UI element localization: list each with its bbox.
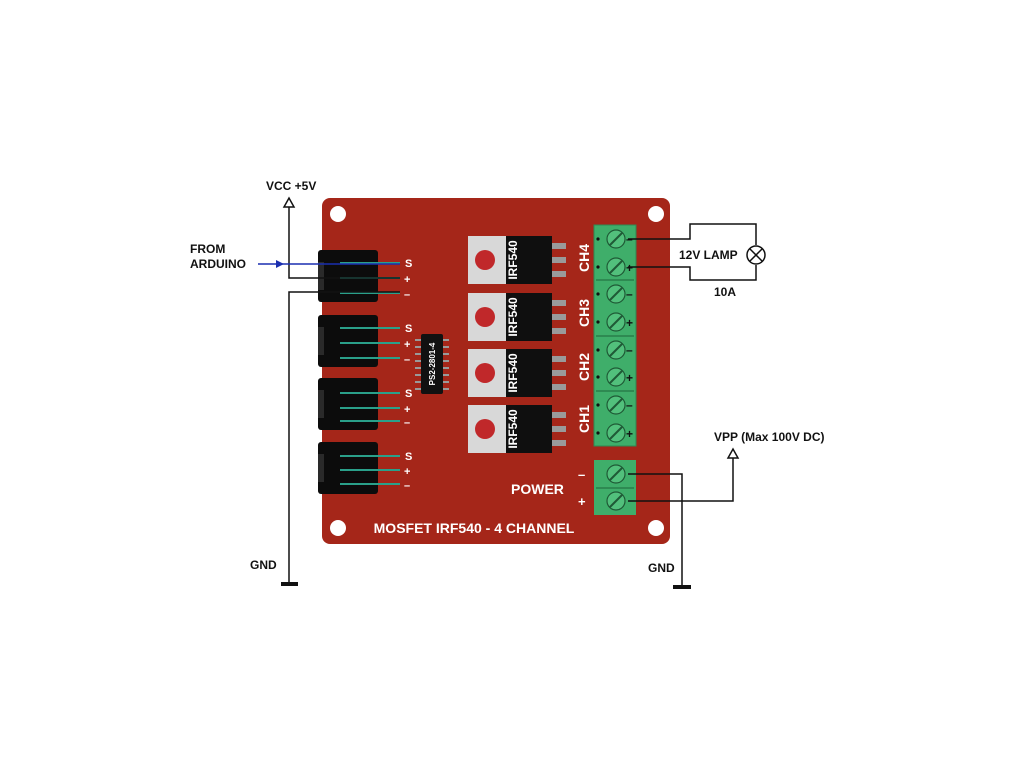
mounting-hole-bl — [330, 520, 346, 536]
channel-label-ch4: CH4 — [576, 244, 592, 272]
terminal-sign-plus: + — [626, 371, 633, 385]
lamp-wire — [628, 223, 757, 281]
pin-label-minus: – — [404, 354, 410, 366]
input-header-3: S + – — [318, 378, 412, 430]
mounting-hole-br — [648, 520, 664, 536]
mounting-hole-tr — [648, 206, 664, 222]
mosfet-part-label: IRF540 — [506, 409, 520, 449]
pin-label-minus: – — [404, 289, 410, 301]
mosfet-ch4: IRF540 CH4 — [468, 236, 592, 284]
input-header-1: S + – — [318, 250, 412, 302]
pin-label-plus: + — [404, 274, 410, 286]
power-sign-plus: + — [578, 494, 586, 509]
lamp-icon — [746, 245, 766, 265]
arduino-label: ARDUINO — [190, 257, 246, 271]
gnd-right-label: GND — [648, 561, 675, 575]
ic-label: PS2-2801-4 — [428, 342, 437, 385]
mosfet-part-label: IRF540 — [506, 353, 520, 393]
channel-label-ch1: CH1 — [576, 405, 592, 433]
mosfet-ch2: IRF540 CH2 — [468, 349, 592, 397]
mosfet-ch1: IRF540 CH1 — [468, 405, 592, 453]
lamp-label: 12V LAMP — [679, 248, 738, 262]
terminal-sign-plus: + — [626, 261, 633, 275]
vcc-wire — [282, 196, 400, 279]
power-sign-minus: – — [578, 467, 585, 482]
board-title: MOSFET IRF540 - 4 CHANNEL — [374, 520, 575, 536]
optocoupler-ic: PS2-2801-4 — [415, 334, 449, 394]
pin-label-plus: + — [404, 404, 410, 416]
signal-wire — [258, 260, 400, 268]
pin-label-s: S — [405, 388, 412, 400]
mounting-hole-tl — [330, 206, 346, 222]
power-label: POWER — [511, 481, 564, 497]
output-terminal-block: – + – + – + – + — [593, 224, 637, 447]
mosfet-ch3: IRF540 CH3 — [468, 293, 592, 341]
input-header-4: S + – — [318, 442, 412, 494]
mosfet-part-label: IRF540 — [506, 240, 520, 280]
pin-label-minus: – — [404, 417, 410, 429]
vpp-label: VPP (Max 100V DC) — [714, 430, 825, 444]
channel-label-ch3: CH3 — [576, 299, 592, 327]
vpp-wire — [628, 447, 740, 502]
from-label: FROM — [190, 242, 225, 256]
terminal-sign-minus: – — [626, 287, 633, 301]
power-terminal-block: – + POWER — [511, 460, 636, 515]
terminal-sign-minus: – — [626, 343, 633, 357]
pin-label-plus: + — [404, 466, 410, 478]
pin-label-s: S — [405, 451, 412, 463]
mosfet-part-label: IRF540 — [506, 297, 520, 337]
pin-label-s: S — [405, 258, 412, 270]
gnd-left-wire — [281, 291, 400, 586]
current-label: 10A — [714, 285, 736, 299]
gnd-left-label: GND — [250, 558, 277, 572]
vcc-label: VCC +5V — [266, 179, 316, 193]
terminal-sign-plus: + — [626, 427, 633, 441]
pin-label-plus: + — [404, 339, 410, 351]
input-header-2: S + – — [318, 315, 412, 367]
pin-label-minus: – — [404, 480, 410, 492]
terminal-sign-minus: – — [626, 398, 633, 412]
gnd-right-wire — [628, 473, 691, 589]
terminal-sign-plus: + — [626, 316, 633, 330]
channel-label-ch2: CH2 — [576, 353, 592, 381]
pin-label-s: S — [405, 323, 412, 335]
